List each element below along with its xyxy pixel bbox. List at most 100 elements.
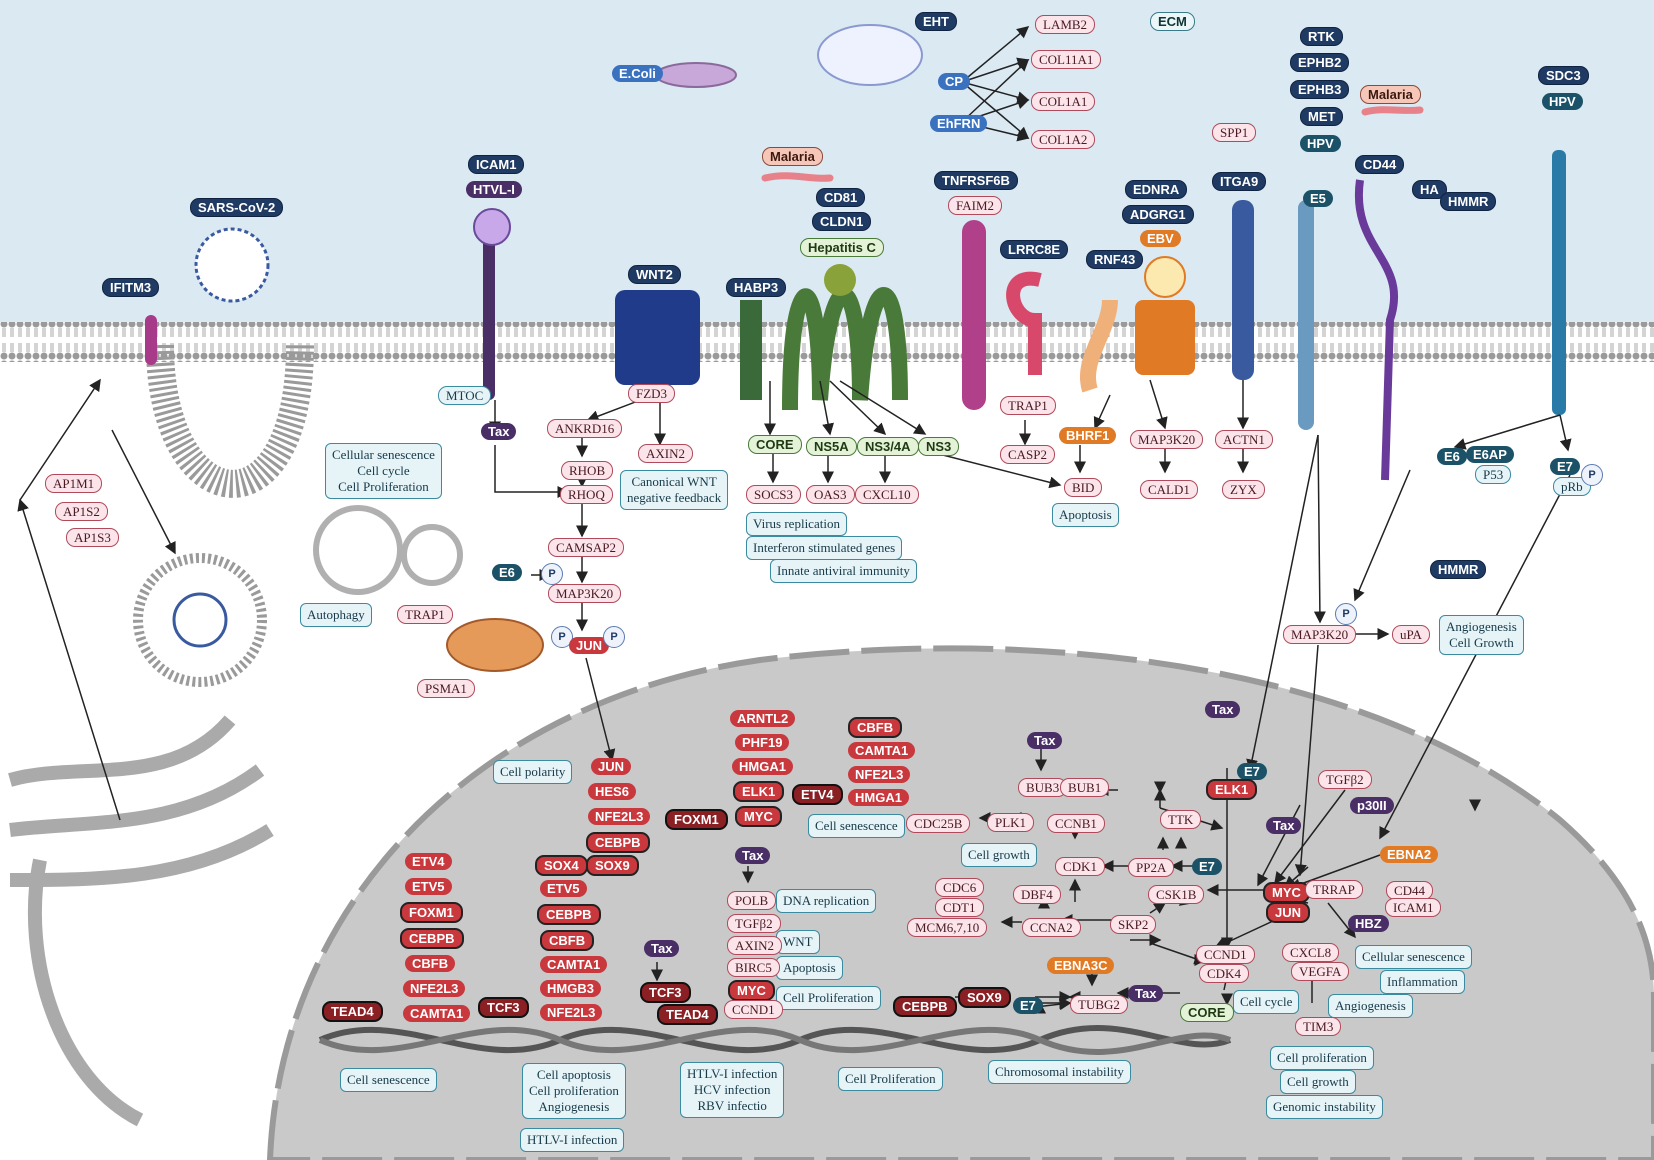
n-foxm1-b: FOXM1 bbox=[665, 809, 728, 830]
n-tgfb2: TGFβ2 bbox=[727, 914, 781, 933]
rnf43-label: RNF43 bbox=[1086, 250, 1144, 269]
itga9-label: ITGA9 bbox=[1212, 172, 1267, 191]
phospho-p: P bbox=[541, 563, 563, 585]
sars-cov-2-label: SARS-CoV-2 bbox=[190, 198, 284, 217]
n-sox4: SOX4 bbox=[535, 855, 588, 876]
prb-label: pRb bbox=[1553, 477, 1591, 496]
n-ebna2: EBNA2 bbox=[1380, 846, 1439, 863]
cldn1-label: CLDN1 bbox=[812, 212, 872, 231]
wnt-box: WNT bbox=[776, 930, 820, 954]
n-ebna3c: EBNA3C bbox=[1047, 957, 1115, 974]
n-cebpb: CEBPB bbox=[400, 928, 464, 949]
n-cd44: CD44 bbox=[1386, 881, 1434, 900]
col11a1-label: COL11A1 bbox=[1031, 50, 1102, 69]
n-tead4: TEAD4 bbox=[322, 1001, 383, 1022]
genomic-instability-box: Genomic instability bbox=[1266, 1095, 1383, 1119]
cell-cycle-box: Cell cycle bbox=[1233, 990, 1300, 1014]
n-e7-b: E7 bbox=[1192, 858, 1222, 875]
n-cdc25b: CDC25B bbox=[906, 814, 971, 833]
n-tax-d: Tax bbox=[1128, 985, 1164, 1002]
n-cbfb-b: CBFB bbox=[540, 930, 595, 951]
golgi-cisterna-2 bbox=[9, 764, 265, 837]
casp2-label: CASP2 bbox=[1000, 445, 1056, 464]
socs3-label: SOCS3 bbox=[746, 485, 802, 504]
n-skp2: SKP2 bbox=[1110, 915, 1157, 934]
n-tax-b: Tax bbox=[644, 940, 680, 957]
spp1-label: SPP1 bbox=[1212, 123, 1257, 142]
n-tax-c: Tax bbox=[1027, 732, 1063, 749]
ebv-gp bbox=[1080, 299, 1118, 393]
golgi-cisterna-3 bbox=[9, 824, 274, 887]
n-tgfb2-b: TGFβ2 bbox=[1318, 770, 1372, 789]
n-hmga1-b: HMGA1 bbox=[848, 789, 909, 806]
n-cbfb-c: CBFB bbox=[848, 717, 903, 738]
lysosome bbox=[401, 524, 463, 586]
e6-label-2: E6 bbox=[1437, 448, 1467, 465]
n-tax-e: Tax bbox=[1205, 701, 1241, 718]
n-camta1-c: CAMTA1 bbox=[848, 742, 916, 759]
malaria-label-2: Malaria bbox=[1360, 85, 1421, 104]
mitochondrion bbox=[446, 618, 544, 672]
hpv-label: HPV bbox=[1300, 135, 1341, 152]
n-dbf4: DBF4 bbox=[1013, 885, 1061, 904]
angiogenesis-box: Angiogenesis bbox=[1328, 994, 1413, 1018]
n-elk1: ELK1 bbox=[733, 781, 785, 802]
inflammation-box: Inflammation bbox=[1380, 970, 1465, 994]
icam1-label: ICAM1 bbox=[468, 155, 525, 174]
cd44-receptor bbox=[1354, 179, 1399, 481]
n-phf19: PHF19 bbox=[735, 734, 790, 751]
ednra-label: EDNRA bbox=[1125, 180, 1188, 199]
met-label: MET bbox=[1300, 107, 1344, 126]
sars-virus-inner bbox=[172, 592, 228, 648]
eht-label: EHT bbox=[915, 12, 957, 31]
cell-growth-box: Cell growth bbox=[961, 843, 1037, 867]
n-arntl2: ARNTL2 bbox=[730, 710, 796, 727]
n-cxcl8: CXCL8 bbox=[1282, 943, 1340, 962]
rhoq-label: RHOQ bbox=[560, 485, 613, 504]
infections-box: HTLV-I infection HCV infection RBV infec… bbox=[680, 1062, 785, 1118]
apoptosis-box-2: Apoptosis bbox=[776, 956, 843, 980]
ns34a-label: NS3/4A bbox=[857, 437, 919, 456]
cellular-senescence-box-2: Cellular senescence bbox=[1355, 945, 1472, 969]
ehfrn-label: EhFRN bbox=[930, 115, 988, 132]
cd44-label: CD44 bbox=[1355, 155, 1405, 174]
dna-replication-box: DNA replication bbox=[776, 889, 877, 913]
htvl1-label: HTVL-I bbox=[466, 181, 522, 198]
fzd3-label: FZD3 bbox=[628, 384, 676, 403]
autophagy-box: Autophagy bbox=[300, 603, 372, 627]
ephb2-label: EPHB2 bbox=[1290, 53, 1350, 72]
htvl-virus bbox=[473, 208, 511, 246]
actn1-label: ACTN1 bbox=[1215, 430, 1273, 449]
n-nfe2l3: NFE2L3 bbox=[403, 980, 466, 997]
n-mcm: MCM6,7,10 bbox=[907, 918, 988, 937]
sars-virus-outer bbox=[194, 227, 270, 303]
n-myc-c: MYC bbox=[1263, 882, 1310, 903]
n-pp2a: PP2A bbox=[1128, 858, 1175, 877]
n-hbz: HBZ bbox=[1348, 915, 1389, 932]
er-membrane bbox=[27, 858, 144, 1127]
camsap2-label: CAMSAP2 bbox=[548, 538, 624, 557]
map3k20-label: MAP3K20 bbox=[548, 584, 622, 603]
ebv-label: EBV bbox=[1140, 230, 1181, 247]
adgrg1-label: ADGRG1 bbox=[1122, 205, 1194, 224]
upa-label: uPA bbox=[1392, 625, 1430, 644]
phospho-p-4: P bbox=[1581, 464, 1603, 486]
n-bub1: BUB1 bbox=[1060, 778, 1110, 797]
map3k20b-label: MAP3K20 bbox=[1130, 430, 1204, 449]
cell-polarity-box: Cell polarity bbox=[493, 760, 573, 784]
n-tubg2: TUBG2 bbox=[1070, 995, 1128, 1014]
n-cdc6: CDC6 bbox=[935, 878, 985, 897]
n-myc: MYC bbox=[735, 806, 782, 827]
malaria-parasite bbox=[761, 172, 834, 182]
n-e7: E7 bbox=[1013, 997, 1043, 1014]
n-camta1-b: CAMTA1 bbox=[540, 956, 608, 973]
cell-growth-box-2: Cell growth bbox=[1280, 1070, 1356, 1094]
ebv-virus bbox=[1144, 256, 1186, 298]
n-p30ii: p30II bbox=[1350, 797, 1394, 814]
ecoli-bacterium bbox=[655, 62, 737, 88]
n-sox9: SOX9 bbox=[586, 855, 639, 876]
tnfrsf6b-label: TNFRSF6B bbox=[934, 171, 1018, 190]
n-ccna2: CCNA2 bbox=[1022, 918, 1081, 937]
chromosomal-instability-box: Chromosomal instability bbox=[988, 1060, 1131, 1084]
